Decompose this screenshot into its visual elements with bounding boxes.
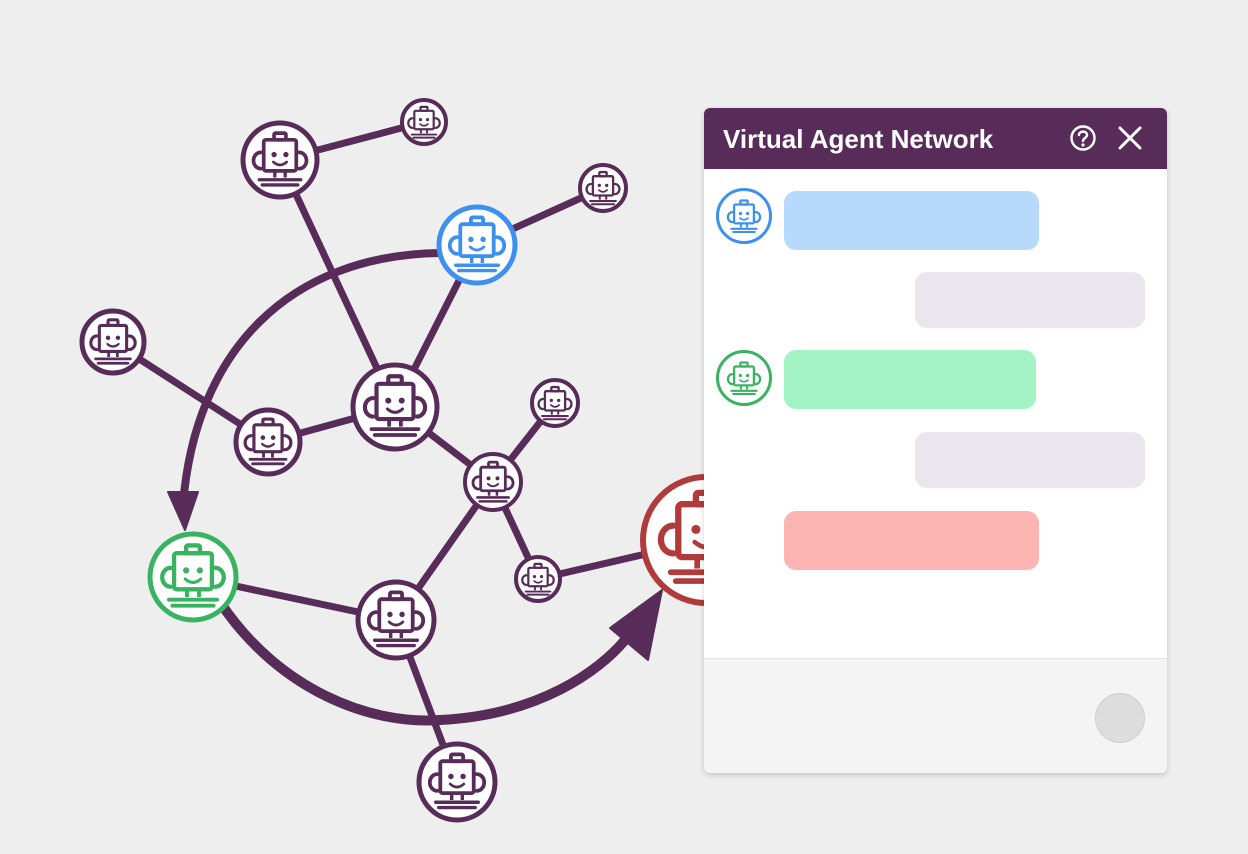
robot-node-green xyxy=(147,531,239,623)
robot-node xyxy=(233,407,303,477)
agent-avatar-blue xyxy=(715,187,773,245)
robot-node xyxy=(416,741,498,823)
robot-node xyxy=(463,452,523,512)
close-icon[interactable] xyxy=(1115,123,1145,153)
send-button[interactable] xyxy=(1095,693,1145,743)
robot-node xyxy=(400,98,448,146)
robot-node xyxy=(530,378,580,428)
agent-message-bubble xyxy=(784,511,1039,570)
user-message-bubble xyxy=(915,272,1145,328)
robot-node xyxy=(79,308,147,376)
chat-window: Virtual Agent Network xyxy=(704,108,1167,773)
agent-avatar-green xyxy=(715,349,773,407)
robot-node xyxy=(350,362,440,452)
help-circle-icon[interactable] xyxy=(1068,123,1098,153)
network-connections xyxy=(109,118,710,786)
robot-node xyxy=(355,579,437,661)
user-message-bubble xyxy=(915,432,1145,488)
robot-node xyxy=(514,555,562,603)
chat-input-area xyxy=(704,658,1167,773)
robot-node xyxy=(240,120,320,200)
robot-node-blue xyxy=(436,204,518,286)
chat-title: Virtual Agent Network xyxy=(723,124,994,154)
agent-message-bubble xyxy=(784,350,1036,409)
chat-header: Virtual Agent Network xyxy=(704,108,1167,169)
robot-node xyxy=(578,163,628,213)
chat-message-list xyxy=(704,169,1167,658)
agent-message-bubble xyxy=(784,191,1039,250)
routing-arrows xyxy=(167,249,663,726)
